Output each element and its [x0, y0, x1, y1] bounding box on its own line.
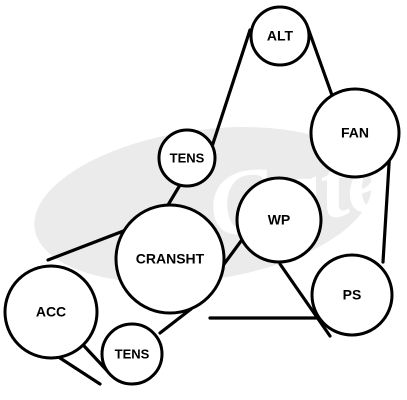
pulley-tens-bottom-circle — [100, 322, 164, 386]
pulley-tens-bottom-label: TENS — [115, 346, 150, 361]
pulley-wp-label: WP — [268, 212, 291, 228]
pulley-fan: FAN — [309, 87, 401, 179]
pulley-fan-circle — [309, 87, 401, 179]
pulley-ps-label: PS — [343, 287, 362, 303]
pulley-tens-top-circle — [157, 128, 217, 188]
pulley-cranksht: CRANSHT — [114, 203, 226, 315]
pulley-cranksht-label: CRANSHT — [136, 251, 205, 267]
pulley-cranksht-circle — [114, 203, 226, 315]
pulley-tens-bottom: TENS — [100, 322, 164, 386]
pulley-wp: WP — [235, 176, 323, 264]
pulley-alt-circle — [249, 5, 311, 67]
belt-cranksht-to-tens-bottom-segment — [158, 307, 193, 335]
pulley-tens-top: TENS — [157, 128, 217, 188]
pulley-fan-label: FAN — [341, 125, 369, 141]
pulley-tens-top-label: TENS — [170, 150, 205, 165]
belt-fan-to-ps-segment — [381, 146, 392, 264]
pulley-alt: ALT — [249, 5, 311, 67]
belt-ps-to-wp-segment — [278, 262, 332, 338]
pulley-ps: PS — [310, 253, 394, 337]
pulley-ps-circle — [310, 253, 394, 337]
pulley-acc: ACC — [3, 264, 99, 360]
pulley-alt-label: ALT — [267, 28, 294, 44]
pulley-wp-circle — [235, 176, 323, 264]
pulley-acc-label: ACC — [36, 304, 66, 320]
belt-tens-top-to-alt-segment — [204, 28, 252, 167]
pulley-acc-circle — [3, 264, 99, 360]
